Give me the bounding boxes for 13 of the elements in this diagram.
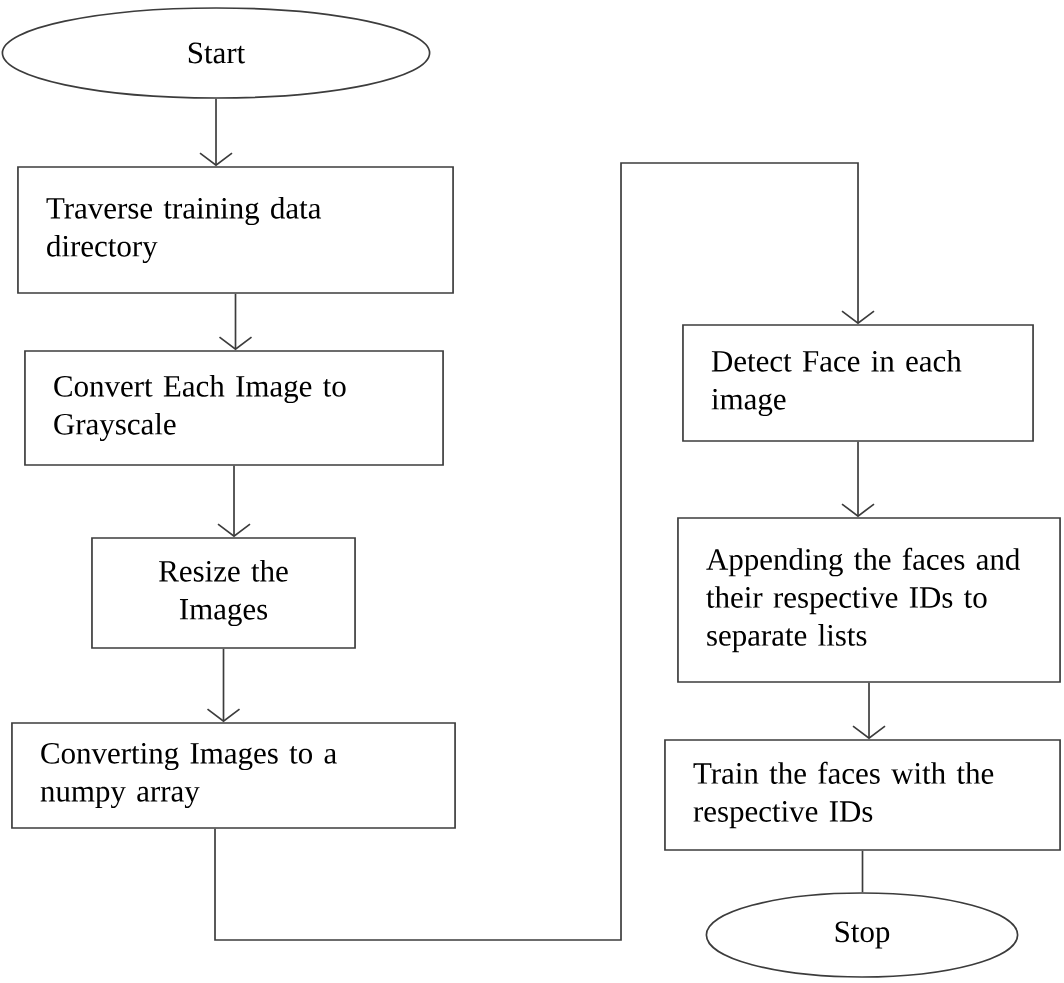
connector-line xyxy=(861,850,864,893)
process-box: Detect Face in each image xyxy=(682,324,1034,442)
arrow xyxy=(214,162,875,941)
arrow xyxy=(841,441,875,518)
process-box: Converting Images to a numpy array xyxy=(11,722,456,829)
process-box: Traverse training data directory xyxy=(17,166,454,294)
arrow xyxy=(217,465,251,538)
process-box: Train the faces with the respective IDs xyxy=(664,739,1061,851)
process-box: Resize the Images xyxy=(91,537,356,649)
process-box: Appending the faces and their respective IDs to separate lists xyxy=(677,517,1061,683)
arrow xyxy=(206,648,241,723)
process-box: Convert Each Image to Grayscale xyxy=(24,350,444,466)
arrow xyxy=(199,98,233,167)
